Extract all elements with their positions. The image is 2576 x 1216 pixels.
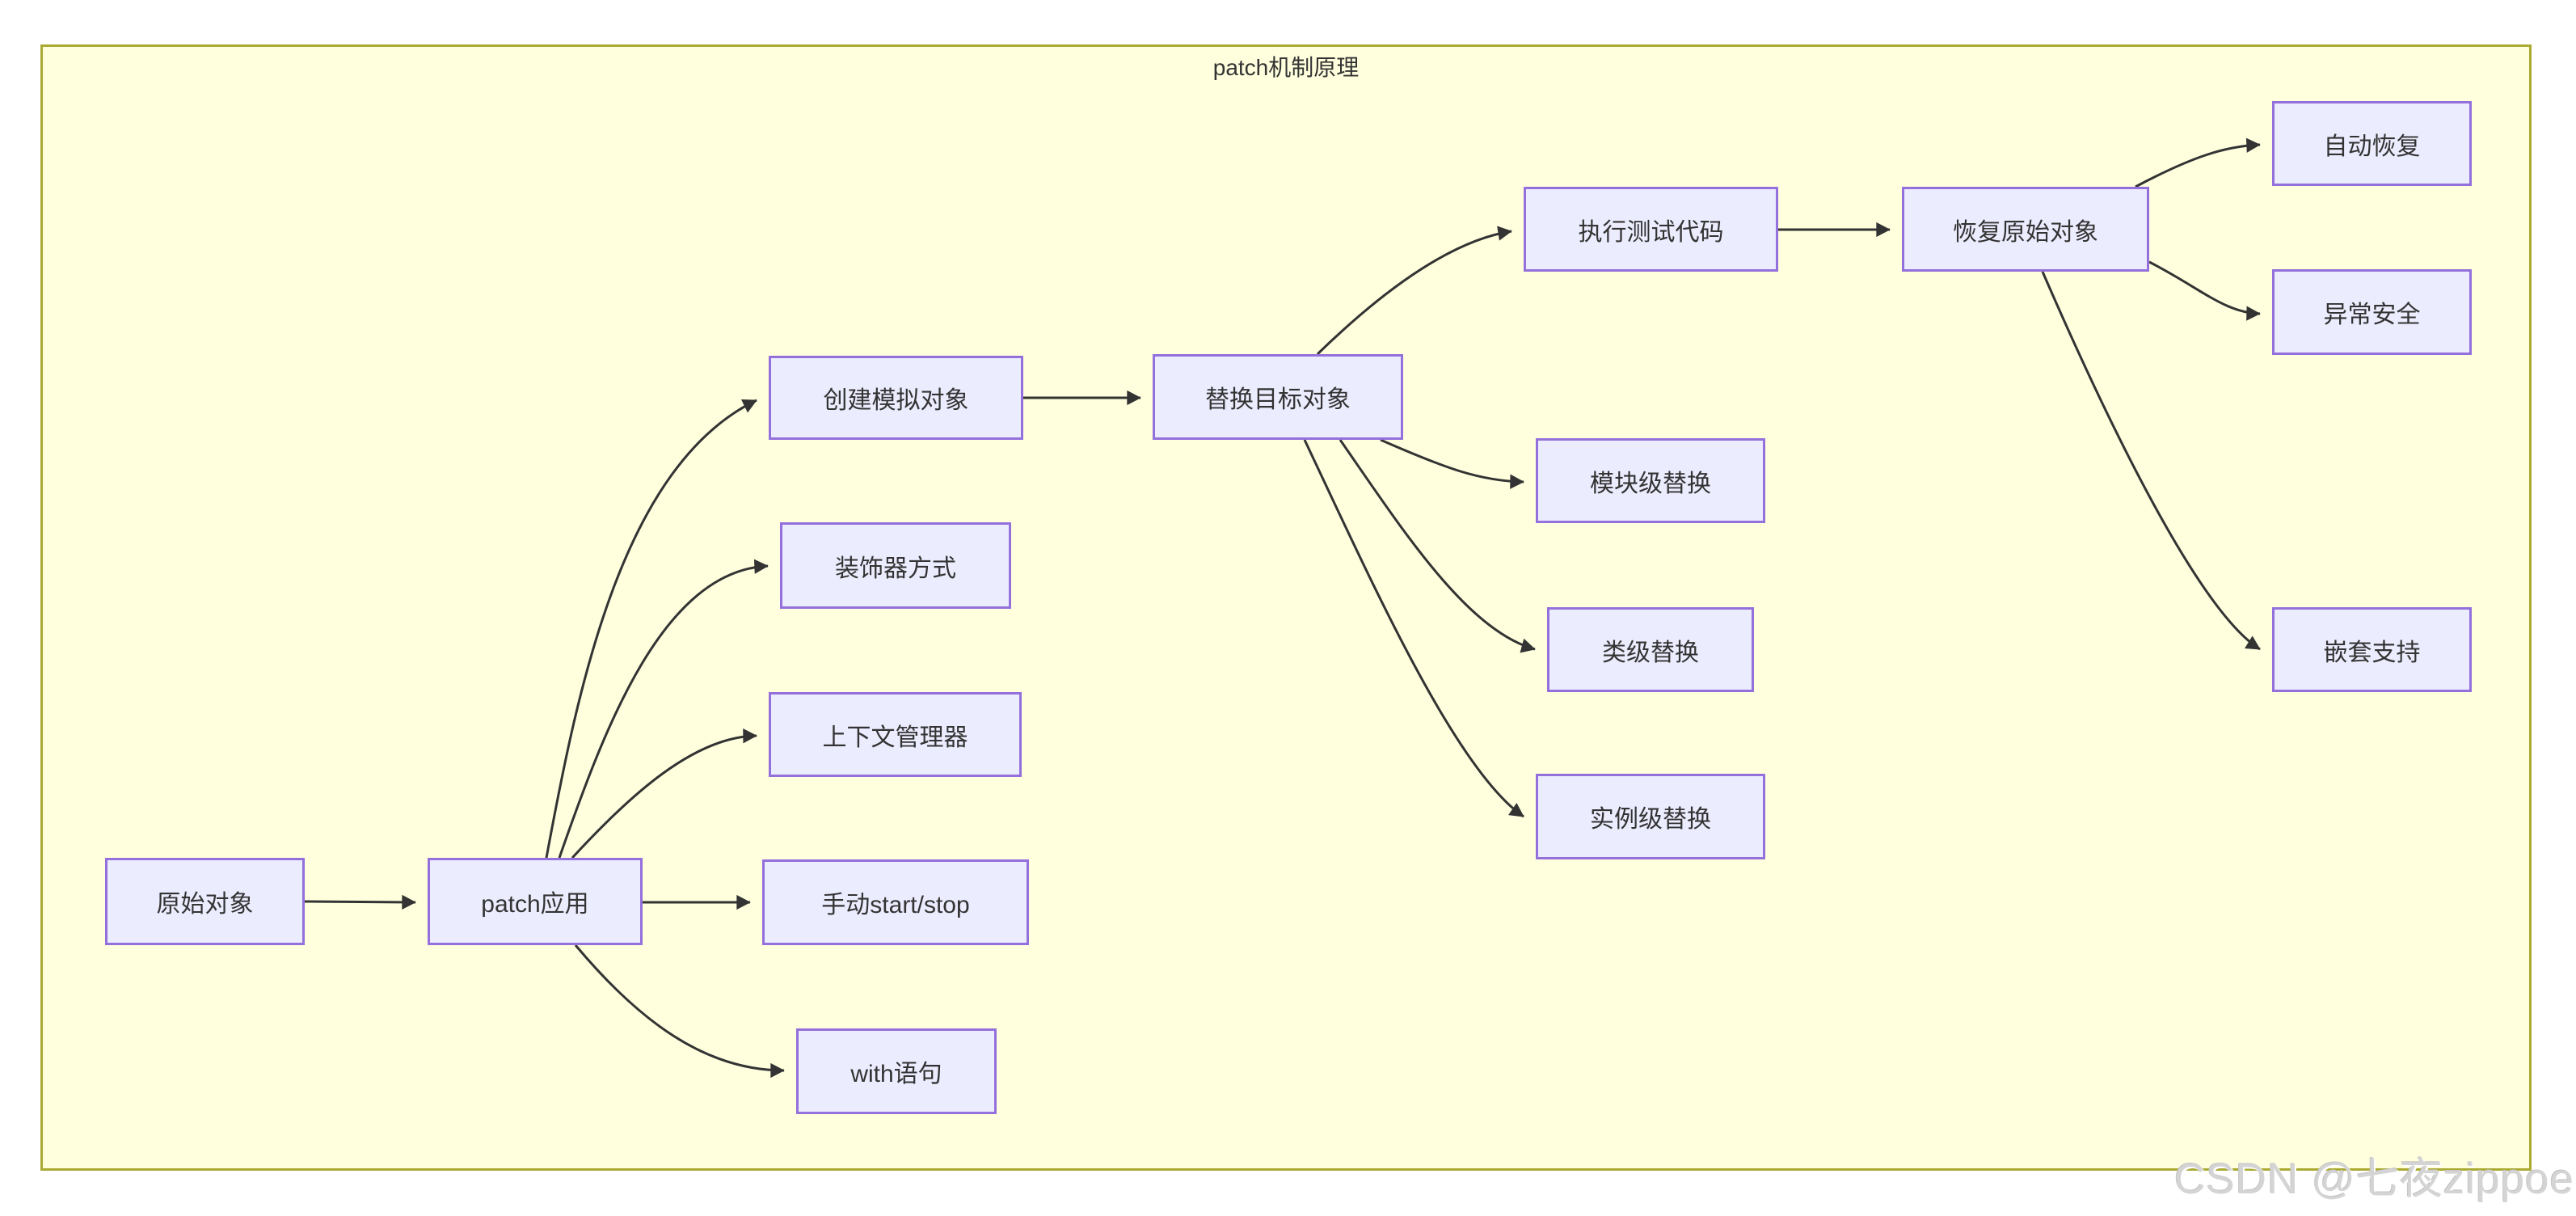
node-create-mock: 创建模拟对象 bbox=[769, 356, 1023, 440]
node-label: 自动恢复 bbox=[2323, 133, 2421, 160]
node-label: 装饰器方式 bbox=[835, 555, 956, 582]
node-label: patch应用 bbox=[481, 891, 589, 918]
node-label: 执行测试代码 bbox=[1578, 218, 1724, 246]
node-exception-safe: 异常安全 bbox=[2272, 269, 2472, 355]
node-patch-apply: patch应用 bbox=[428, 858, 643, 945]
node-nested-support: 嵌套支持 bbox=[2272, 607, 2472, 692]
node-label: with语句 bbox=[850, 1061, 942, 1087]
node-auto-restore: 自动恢复 bbox=[2272, 101, 2472, 186]
node-label: 手动start/stop bbox=[821, 892, 970, 918]
node-label: 替换目标对象 bbox=[1205, 386, 1351, 413]
node-label: 实例级替换 bbox=[1590, 806, 1711, 833]
node-label: 上下文管理器 bbox=[822, 724, 968, 751]
node-module-level: 模块级替换 bbox=[1536, 438, 1765, 523]
node-restore-original: 恢复原始对象 bbox=[1902, 187, 2149, 272]
node-label: 原始对象 bbox=[156, 891, 254, 918]
node-execute-test-code: 执行测试代码 bbox=[1524, 187, 1778, 272]
node-decorator-style: 装饰器方式 bbox=[780, 522, 1011, 609]
node-label: 恢复原始对象 bbox=[1953, 218, 2098, 246]
node-label: 模块级替换 bbox=[1590, 470, 1711, 497]
node-with-statement: with语句 bbox=[796, 1028, 997, 1114]
subgraph-container bbox=[40, 44, 2532, 1171]
node-original-object: 原始对象 bbox=[105, 858, 305, 945]
node-instance-level: 实例级替换 bbox=[1536, 774, 1765, 859]
diagram-title: patch机制原理 bbox=[1212, 55, 1360, 80]
node-class-level: 类级替换 bbox=[1547, 607, 1754, 692]
node-replace-target: 替换目标对象 bbox=[1153, 354, 1403, 440]
node-context-manager: 上下文管理器 bbox=[769, 692, 1022, 777]
node-label: 异常安全 bbox=[2323, 302, 2421, 328]
node-label: 类级替换 bbox=[1602, 639, 1699, 666]
node-label: 嵌套支持 bbox=[2323, 639, 2421, 666]
watermark: CSDN @七夜zippoe bbox=[2174, 1155, 2574, 1203]
node-manual-start-stop: 手动start/stop bbox=[762, 859, 1029, 945]
node-label: 创建模拟对象 bbox=[823, 387, 969, 414]
